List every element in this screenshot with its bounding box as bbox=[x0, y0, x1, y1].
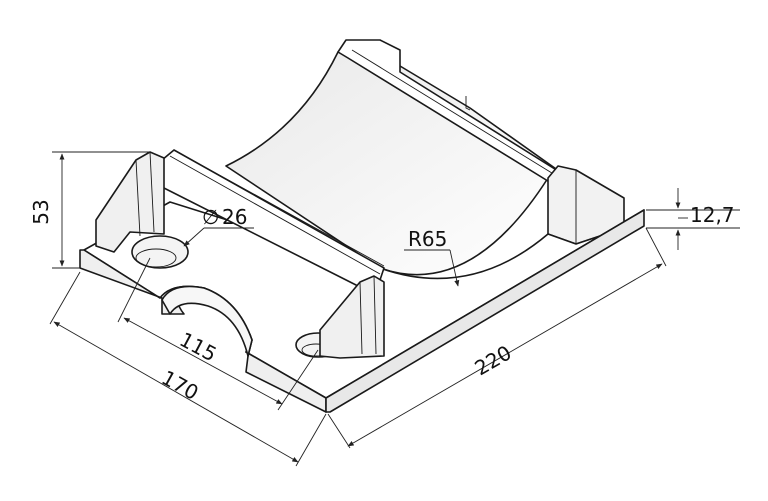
dim-thickness-label: 12,7 bbox=[690, 203, 735, 227]
back-rail-lines bbox=[347, 49, 561, 187]
part-body bbox=[79, 39, 645, 413]
dim-hole-spacing-label: 115 bbox=[176, 327, 221, 366]
dim-radius: R65 bbox=[404, 227, 460, 287]
dim-diameter-symbol: ∅ bbox=[202, 205, 219, 229]
hole-left bbox=[131, 235, 189, 269]
bracket-back-right-edge bbox=[547, 165, 577, 244]
dimensions: 53 ∅ 26 R65 115 170 bbox=[29, 151, 740, 467]
bracket-front-left-edge bbox=[135, 151, 155, 237]
dim-width-label: 170 bbox=[158, 365, 203, 405]
dim-hole-diameter: ∅ 26 bbox=[183, 205, 254, 247]
dim-radius-label: R65 bbox=[408, 227, 447, 251]
dim-length-label: 220 bbox=[471, 340, 516, 380]
bracket-front-left bbox=[95, 151, 165, 253]
dim-height: 53 bbox=[29, 151, 150, 269]
front-wall-top bbox=[169, 149, 385, 275]
dim-thickness: 12,7 bbox=[646, 188, 740, 250]
dim-height-label: 53 bbox=[29, 199, 53, 224]
dim-hole-diameter-label: 26 bbox=[222, 205, 247, 229]
hole-left-inner bbox=[135, 248, 177, 268]
